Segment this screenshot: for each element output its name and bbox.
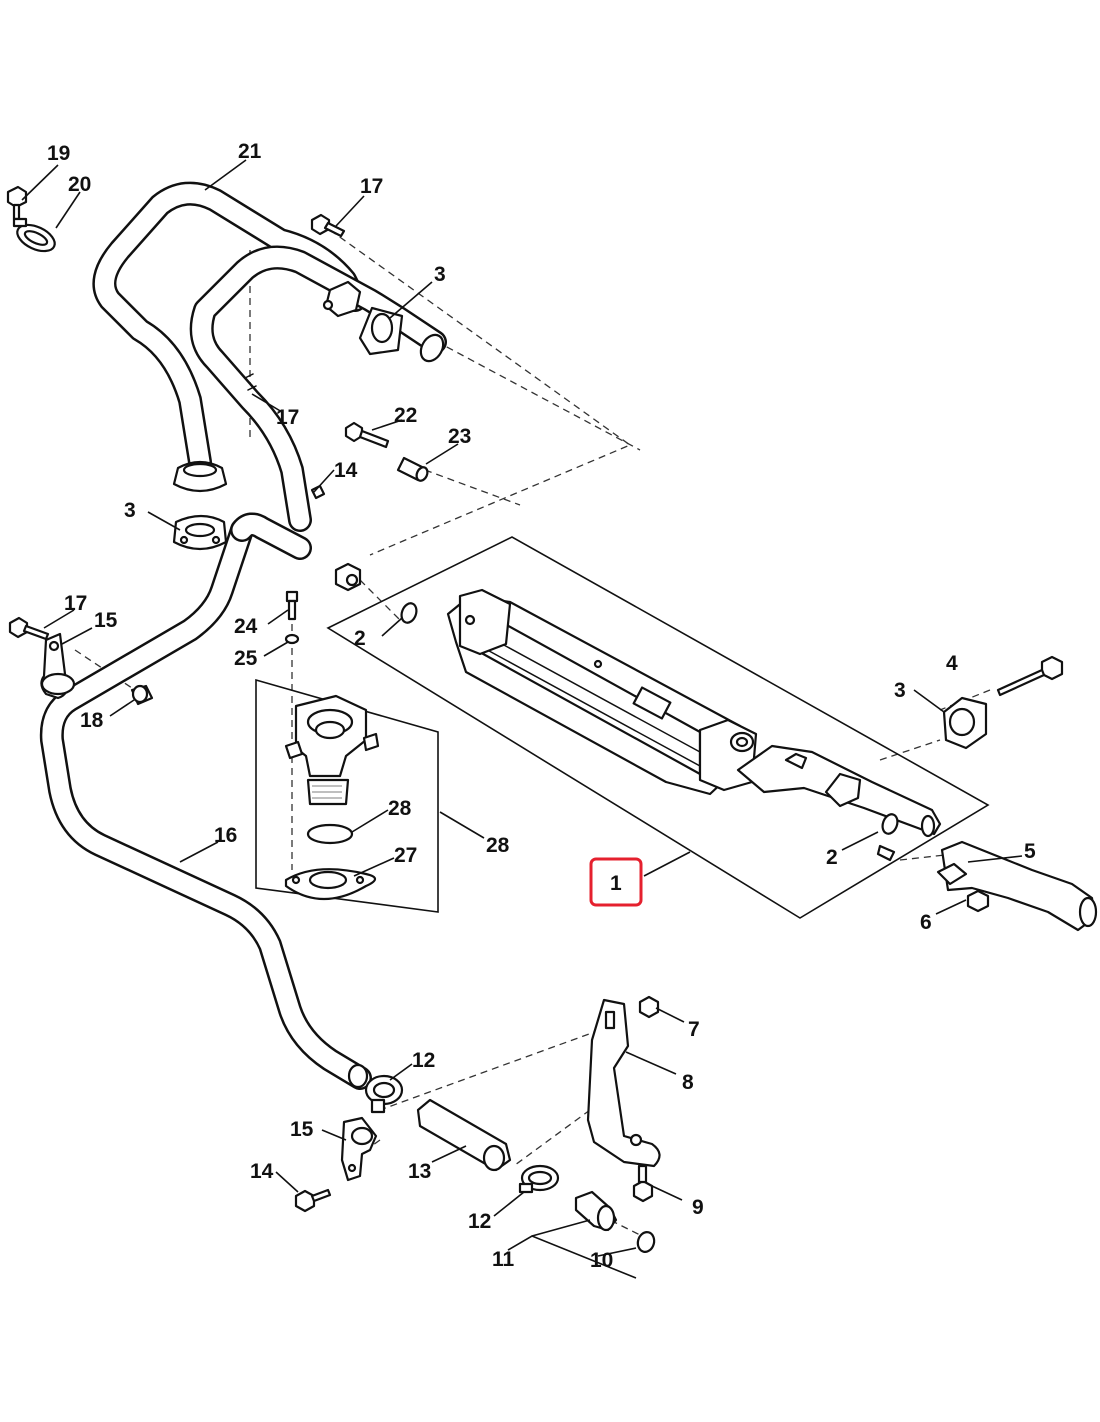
callout-13: 13 [408, 1160, 431, 1183]
callout-11: 11 [492, 1248, 515, 1271]
nut-7 [638, 995, 660, 1019]
callout-1-highlight-box [589, 857, 643, 907]
callout-28-kit: 28 [486, 834, 510, 857]
egr-cooler-body [446, 588, 942, 838]
callout-2-lower: 2 [826, 846, 838, 869]
callout-3-right: 3 [894, 679, 906, 702]
callout-19: 19 [47, 142, 70, 165]
egr-cooler-assembly-frame [326, 536, 990, 919]
callout-27: 27 [394, 844, 417, 867]
fitting-11 [574, 1190, 618, 1232]
o-ring-2-upper [400, 602, 418, 624]
bolt-4 [996, 655, 1064, 697]
callout-3-top: 3 [434, 263, 446, 286]
o-ring-28 [306, 823, 354, 845]
spacer-23 [396, 456, 429, 482]
callout-6: 6 [920, 911, 932, 934]
callout-12-lower: 12 [468, 1210, 491, 1233]
pipe-5 [936, 840, 1098, 932]
callout-23: 23 [448, 425, 471, 448]
bracket-8 [586, 998, 661, 1168]
callout-12-upper: 12 [412, 1049, 435, 1072]
callout-7: 7 [688, 1018, 700, 1041]
o-ring-2-lower [881, 813, 899, 835]
callout-28-oring: 28 [388, 797, 412, 820]
callout-4: 4 [946, 652, 958, 675]
egr-pipe-21 [92, 181, 447, 532]
callout-8: 8 [682, 1071, 694, 1094]
hose-13 [416, 1098, 512, 1172]
o-ring-10 [636, 1231, 656, 1253]
bolt-17-top [310, 213, 346, 238]
callout-5: 5 [1024, 840, 1036, 863]
callout-17-top: 17 [360, 175, 383, 198]
callout-15-lower: 15 [290, 1118, 314, 1141]
bolt-6 [966, 889, 990, 913]
callout-16: 16 [214, 824, 237, 847]
callout-25: 25 [234, 647, 258, 670]
coolant-pipe-16 [39, 512, 372, 1090]
egr-valve-actuator [284, 694, 380, 806]
gasket-3-top [358, 306, 404, 356]
callout-1: 1 [610, 872, 622, 895]
callout-14-lower: 14 [250, 1160, 274, 1183]
bolt-19 [6, 185, 28, 221]
hose-clamp-12-lower [518, 1164, 560, 1194]
bolt-14-lower [294, 1188, 332, 1213]
hose-clamp-20 [12, 217, 56, 253]
callout-21: 21 [238, 140, 262, 163]
bracket-15-left [40, 632, 76, 700]
hose-clamp-12-upper [364, 1074, 404, 1114]
bolt-14-upper [334, 562, 362, 592]
clip-small [876, 844, 896, 862]
callout-17-left: 17 [64, 592, 87, 615]
bolt-17-left [8, 616, 50, 641]
callout-17-mid: 17 [276, 406, 299, 429]
callout-10: 10 [590, 1249, 613, 1272]
callout-14-upper: 14 [334, 459, 358, 482]
callout-3-left: 3 [124, 499, 136, 522]
gasket-3-right [942, 696, 988, 750]
grommet-18 [130, 684, 154, 706]
callout-18: 18 [80, 709, 104, 732]
assembly-guide-lines [74, 229, 991, 1236]
callout-22: 22 [394, 404, 417, 427]
callout-9: 9 [692, 1196, 704, 1219]
egr-valve-kit-box [255, 678, 439, 913]
bolt-9 [632, 1164, 654, 1203]
gasket-3-left [172, 514, 228, 551]
leader-lines [21, 159, 1023, 1279]
bolt-22 [344, 421, 390, 449]
bolt-24 [285, 590, 299, 621]
bracket-15-lower [340, 1116, 378, 1182]
callout-labels: 19 20 21 17 3 17 22 23 14 3 17 15 24 25 … [47, 140, 1036, 1272]
gasket-27 [284, 868, 377, 901]
callout-15-left: 15 [94, 609, 118, 632]
callout-20: 20 [68, 173, 91, 196]
callout-2-upper: 2 [354, 627, 366, 650]
callout-24: 24 [234, 615, 258, 638]
washer-25 [284, 633, 300, 645]
